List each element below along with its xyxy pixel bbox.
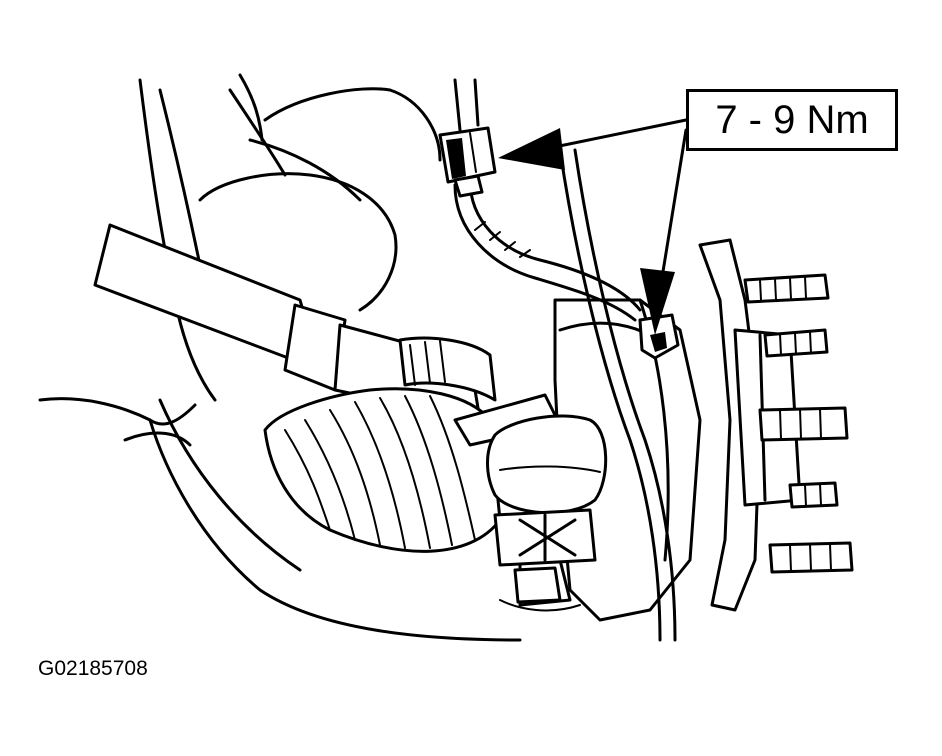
torque-callout-text: 7 - 9 Nm (715, 97, 869, 142)
cv-boot (263, 336, 502, 553)
upper-housing (198, 73, 442, 312)
sensor-wire (453, 78, 677, 642)
torque-callout-box: 7 - 9 Nm (686, 89, 898, 151)
ball-joint (453, 393, 608, 612)
wheel-studs (743, 273, 854, 574)
figure-id: G02185708 (38, 657, 148, 680)
connector-nut (438, 126, 497, 198)
background-structure (38, 78, 522, 642)
sensor-bolt (638, 313, 680, 360)
callout-leaders (498, 118, 688, 335)
